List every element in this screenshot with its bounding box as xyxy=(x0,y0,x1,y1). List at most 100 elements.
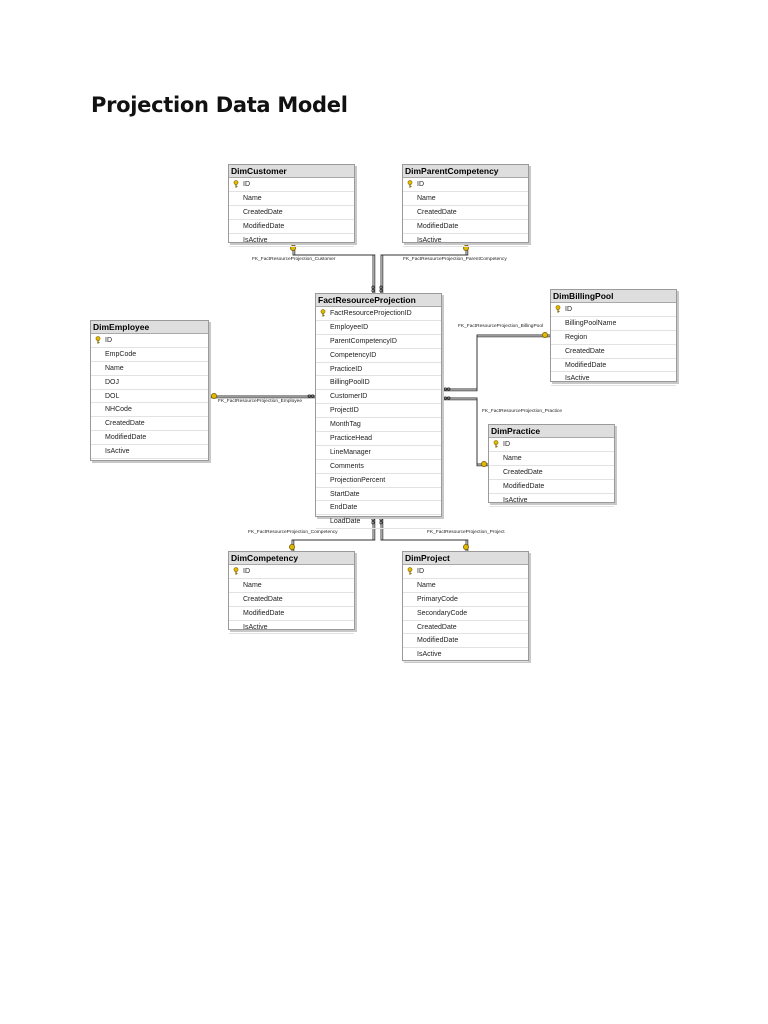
column-row[interactable]: Name xyxy=(229,192,354,206)
column-row[interactable]: SecondaryCode xyxy=(403,607,528,621)
column-name: ModifiedDate xyxy=(243,222,285,230)
column-row[interactable]: BillingPoolID xyxy=(316,376,441,391)
one-end-key-icon xyxy=(289,544,295,550)
column-row[interactable]: CustomerID xyxy=(316,390,441,405)
column-row[interactable]: IsActive xyxy=(403,234,528,248)
column-name: Name xyxy=(105,364,124,372)
relationship-practice[interactable] xyxy=(442,396,488,467)
column-row[interactable]: ProjectID xyxy=(316,404,441,419)
column-name: EmployeeID xyxy=(330,323,369,331)
many-end-infinity-icon xyxy=(379,517,383,525)
primary-key-slot xyxy=(489,440,503,449)
column-row[interactable]: PracticeHead xyxy=(316,432,441,446)
column-name: IsActive xyxy=(105,448,130,456)
column-row[interactable]: CreatedDate xyxy=(489,466,614,480)
one-end-key-icon xyxy=(463,544,469,550)
column-row[interactable]: NHCode xyxy=(91,403,208,418)
column-row[interactable]: ID xyxy=(229,178,354,192)
column-row[interactable]: LoadDate xyxy=(316,515,441,530)
column-row[interactable]: ModifiedDate xyxy=(403,634,528,649)
relationship-billing-pool[interactable] xyxy=(442,332,550,392)
column-row[interactable]: CreatedDate xyxy=(229,593,354,607)
column-row[interactable]: Region xyxy=(551,331,676,345)
column-row[interactable]: Name xyxy=(229,579,354,593)
column-row[interactable]: Name xyxy=(403,579,528,593)
column-row[interactable]: ID xyxy=(551,303,676,317)
column-row[interactable]: ModifiedDate xyxy=(489,480,614,494)
relationship-customer[interactable] xyxy=(290,243,376,293)
column-row[interactable]: EndDate xyxy=(316,501,441,516)
column-row[interactable]: ModifiedDate xyxy=(229,607,354,621)
column-row[interactable]: EmployeeID xyxy=(316,321,441,335)
column-row[interactable]: ParentCompetencyID xyxy=(316,335,441,349)
column-row[interactable]: ID xyxy=(403,178,528,192)
primary-key-icon xyxy=(320,309,326,318)
column-row[interactable]: ProjectionPercent xyxy=(316,474,441,488)
column-row[interactable]: IsActive xyxy=(229,621,354,635)
column-row[interactable]: Name xyxy=(403,192,528,206)
column-row[interactable]: StartDate xyxy=(316,488,441,502)
column-row[interactable]: IsActive xyxy=(489,494,614,508)
column-row[interactable]: ModifiedDate xyxy=(551,359,676,373)
column-row[interactable]: ModifiedDate xyxy=(91,431,208,446)
column-row[interactable]: EmpCode xyxy=(91,348,208,362)
table-title: DimEmployee xyxy=(91,321,208,334)
column-row[interactable]: FactResourceProjectionID xyxy=(316,307,441,321)
one-end-key-icon xyxy=(481,461,487,467)
relationship-employee[interactable] xyxy=(209,393,315,399)
column-name: Name xyxy=(243,581,262,589)
column-row[interactable]: CreatedDate xyxy=(229,206,354,220)
column-name: Region xyxy=(565,333,588,341)
column-row[interactable]: CreatedDate xyxy=(91,417,208,432)
column-row[interactable]: IsActive xyxy=(403,648,528,663)
primary-key-icon xyxy=(493,440,499,449)
column-row[interactable]: Name xyxy=(91,362,208,376)
many-end-infinity-icon xyxy=(443,387,451,391)
column-row[interactable]: PracticeID xyxy=(316,363,441,377)
column-row[interactable]: IsActive xyxy=(551,372,676,387)
many-end-infinity-icon xyxy=(307,394,315,398)
column-row[interactable]: ID xyxy=(403,565,528,579)
column-row[interactable]: ID xyxy=(489,438,614,452)
column-row[interactable]: BillingPoolName xyxy=(551,317,676,331)
column-row[interactable]: LineManager xyxy=(316,446,441,460)
column-name: CustomerID xyxy=(330,393,368,401)
column-row[interactable]: CompetencyID xyxy=(316,349,441,363)
column-row[interactable]: MonthTag xyxy=(316,418,441,433)
primary-key-icon xyxy=(233,567,239,576)
column-row[interactable]: Comments xyxy=(316,460,441,474)
table-factresourceprojection[interactable]: FactResourceProjection FactResourceProje… xyxy=(315,293,442,530)
relationship-label-billing-pool: FK_FactResourceProjection_BillingPool xyxy=(458,324,544,329)
relationship-parent-competency[interactable] xyxy=(379,243,469,293)
column-row[interactable]: ModifiedDate xyxy=(403,220,528,234)
column-row[interactable]: Name xyxy=(489,452,614,466)
primary-key-slot xyxy=(229,180,243,189)
column-row[interactable]: CreatedDate xyxy=(551,345,676,359)
column-name: PracticeID xyxy=(330,365,363,373)
relationship-line xyxy=(380,243,467,293)
column-name: PracticeHead xyxy=(330,434,373,442)
column-row[interactable]: ID xyxy=(229,565,354,579)
column-row[interactable]: ModifiedDate xyxy=(229,220,354,234)
column-row[interactable]: CreatedDate xyxy=(403,621,528,635)
primary-key-slot xyxy=(551,305,565,314)
table-title: DimPractice xyxy=(489,425,614,438)
column-row[interactable]: IsActive xyxy=(91,445,208,460)
column-row[interactable]: PrimaryCode xyxy=(403,593,528,607)
column-row[interactable]: DOL xyxy=(91,390,208,404)
column-row[interactable]: CreatedDate xyxy=(403,206,528,220)
column-row[interactable]: DOJ xyxy=(91,376,208,390)
column-row[interactable]: ID xyxy=(91,334,208,348)
column-name: SecondaryCode xyxy=(417,609,468,617)
column-row[interactable]: IsActive xyxy=(229,234,354,248)
